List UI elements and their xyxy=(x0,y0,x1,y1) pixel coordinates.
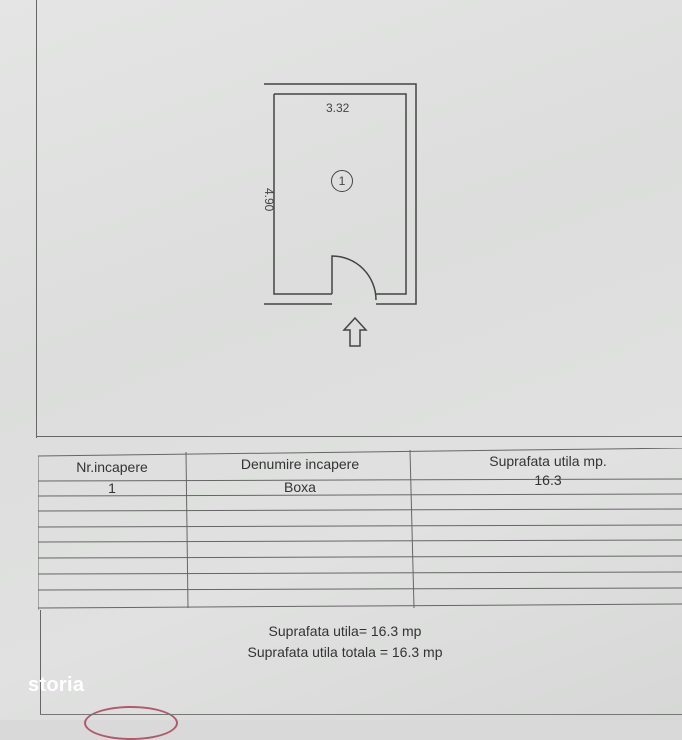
table-cell-room-number: 1 xyxy=(108,480,116,496)
frame-left-bottom-line xyxy=(40,610,41,714)
room-number-marker: 1 xyxy=(331,170,353,192)
frame-left-line xyxy=(36,0,37,438)
plan-width-dimension: 3.32 xyxy=(326,101,350,115)
useful-area-grand-total: Suprafata utila totala = 16.3 mp xyxy=(247,644,443,660)
floor-plan-drawing xyxy=(264,83,417,305)
table-header-useful-area: Suprafata utila mp. xyxy=(489,453,607,469)
rooms-table: Nr.incapere Denumire incapere Suprafata … xyxy=(38,448,682,610)
table-grid xyxy=(38,448,682,610)
official-stamp xyxy=(84,706,178,740)
table-header-room-name: Denumire incapere xyxy=(240,456,360,472)
table-header-room-number: Nr.incapere xyxy=(76,459,148,475)
plan-length-dimension: 4.90 xyxy=(262,188,276,212)
floor-plan xyxy=(262,82,418,306)
table-cell-useful-area: 16.3 xyxy=(534,472,562,488)
frame-horizontal-line xyxy=(36,436,682,437)
table-cell-room-name: Boxa xyxy=(284,479,316,495)
document-sheet xyxy=(0,0,682,720)
useful-area-total: Suprafata utila= 16.3 mp xyxy=(268,623,422,639)
watermark-logo: storia xyxy=(28,674,85,696)
entrance-arrow-icon xyxy=(342,316,368,347)
bottom-border-line xyxy=(40,714,682,715)
